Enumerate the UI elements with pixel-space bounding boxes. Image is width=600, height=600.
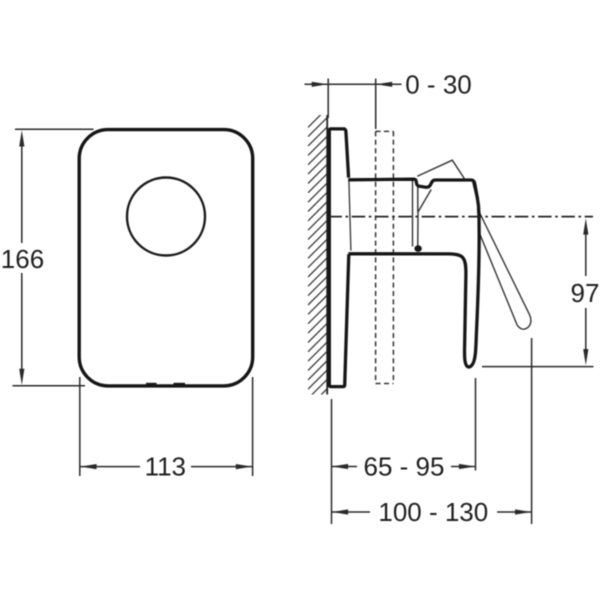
svg-text:113: 113 [145,452,186,482]
svg-text:65 - 95: 65 - 95 [364,451,445,481]
svg-text:97: 97 [571,278,600,308]
svg-text:166: 166 [1,244,44,274]
svg-text:0 - 30: 0 - 30 [405,70,472,100]
svg-text:100 - 130: 100 - 130 [378,497,488,527]
